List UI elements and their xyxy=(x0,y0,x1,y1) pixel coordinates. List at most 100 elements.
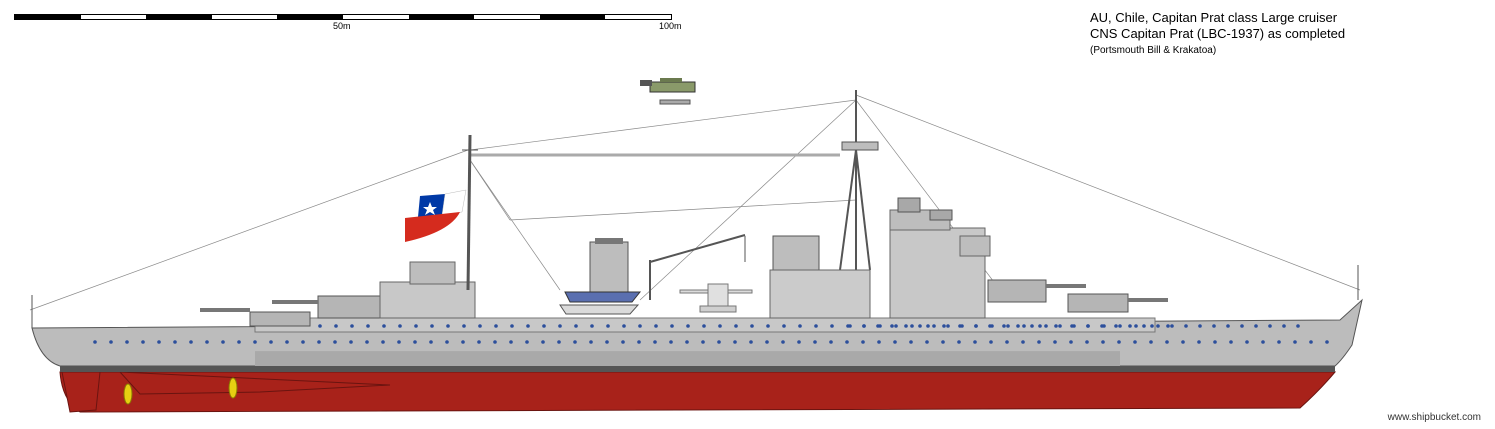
porthole xyxy=(1165,340,1169,344)
porthole xyxy=(814,324,818,328)
porthole xyxy=(877,340,881,344)
porthole xyxy=(141,340,145,344)
scale-label-100m: 100m xyxy=(659,21,682,31)
porthole xyxy=(510,324,514,328)
porthole xyxy=(876,324,880,328)
porthole xyxy=(93,340,97,344)
boot-topping xyxy=(60,366,1335,372)
chilean-flag-ensign xyxy=(405,189,467,242)
porthole xyxy=(1198,324,1202,328)
porthole xyxy=(1150,324,1154,328)
midships-deckhouse xyxy=(769,269,871,319)
porthole xyxy=(926,324,930,328)
porthole xyxy=(1005,340,1009,344)
porthole xyxy=(1021,340,1025,344)
porthole xyxy=(1170,324,1174,328)
porthole xyxy=(350,324,354,328)
porthole xyxy=(1114,324,1118,328)
porthole xyxy=(701,340,705,344)
forward-turret-b xyxy=(987,279,1086,303)
porthole xyxy=(637,340,641,344)
porthole xyxy=(1268,324,1272,328)
ships-boat-motor-launch xyxy=(559,291,642,315)
porthole xyxy=(989,340,993,344)
porthole xyxy=(973,340,977,344)
porthole xyxy=(1254,324,1258,328)
porthole xyxy=(1118,324,1122,328)
porthole xyxy=(381,340,385,344)
porthole xyxy=(1117,340,1121,344)
porthole xyxy=(157,340,161,344)
porthole xyxy=(109,340,113,344)
porthole xyxy=(430,324,434,328)
porthole xyxy=(349,340,353,344)
porthole xyxy=(237,340,241,344)
porthole xyxy=(904,324,908,328)
seaplane-on-catapult xyxy=(679,283,753,313)
porthole xyxy=(1044,324,1048,328)
rigging-lines xyxy=(29,94,1361,311)
porthole xyxy=(445,340,449,344)
porthole xyxy=(318,324,322,328)
porthole xyxy=(429,340,433,344)
porthole xyxy=(734,324,738,328)
porthole xyxy=(494,324,498,328)
fore-mast xyxy=(839,90,879,271)
scale-label-50m: 50m xyxy=(333,21,351,31)
porthole xyxy=(1006,324,1010,328)
armour-belt xyxy=(255,352,1120,366)
porthole xyxy=(1002,324,1006,328)
main-mast xyxy=(462,134,478,291)
porthole xyxy=(573,340,577,344)
scale-bar-segment xyxy=(539,15,606,19)
porthole xyxy=(446,324,450,328)
porthole xyxy=(1184,324,1188,328)
porthole xyxy=(988,324,992,328)
porthole xyxy=(654,324,658,328)
porthole xyxy=(1038,324,1042,328)
porthole xyxy=(941,340,945,344)
porthole xyxy=(317,340,321,344)
porthole xyxy=(1156,324,1160,328)
porthole xyxy=(830,324,834,328)
porthole xyxy=(1197,340,1201,344)
fore-funnel xyxy=(772,235,820,271)
porthole xyxy=(525,340,529,344)
porthole xyxy=(1277,340,1281,344)
porthole xyxy=(1213,340,1217,344)
porthole xyxy=(333,340,337,344)
porthole xyxy=(685,340,689,344)
porthole xyxy=(382,324,386,328)
porthole xyxy=(1054,324,1058,328)
porthole xyxy=(477,340,481,344)
porthole xyxy=(798,324,802,328)
porthole xyxy=(894,324,898,328)
porthole xyxy=(1309,340,1313,344)
porthole xyxy=(686,324,690,328)
porthole xyxy=(717,340,721,344)
porthole xyxy=(413,340,417,344)
propeller-inner xyxy=(228,377,238,399)
porthole xyxy=(366,324,370,328)
porthole xyxy=(1325,340,1329,344)
porthole xyxy=(398,324,402,328)
aft-turret-y xyxy=(200,308,311,327)
porthole xyxy=(509,340,513,344)
porthole xyxy=(1128,324,1132,328)
propeller-shaft xyxy=(118,371,391,395)
porthole xyxy=(670,324,674,328)
porthole xyxy=(558,324,562,328)
porthole xyxy=(942,324,946,328)
porthole xyxy=(1240,324,1244,328)
title-block: AU, Chile, Capitan Prat class Large crui… xyxy=(1090,10,1345,58)
porthole xyxy=(1261,340,1265,344)
porthole xyxy=(605,340,609,344)
porthole xyxy=(653,340,657,344)
porthole xyxy=(1053,340,1057,344)
boat-crane xyxy=(649,234,746,300)
porthole xyxy=(813,340,817,344)
propeller-aft xyxy=(123,383,133,405)
hull-antifouling xyxy=(59,371,1337,413)
porthole xyxy=(845,340,849,344)
porthole xyxy=(766,324,770,328)
